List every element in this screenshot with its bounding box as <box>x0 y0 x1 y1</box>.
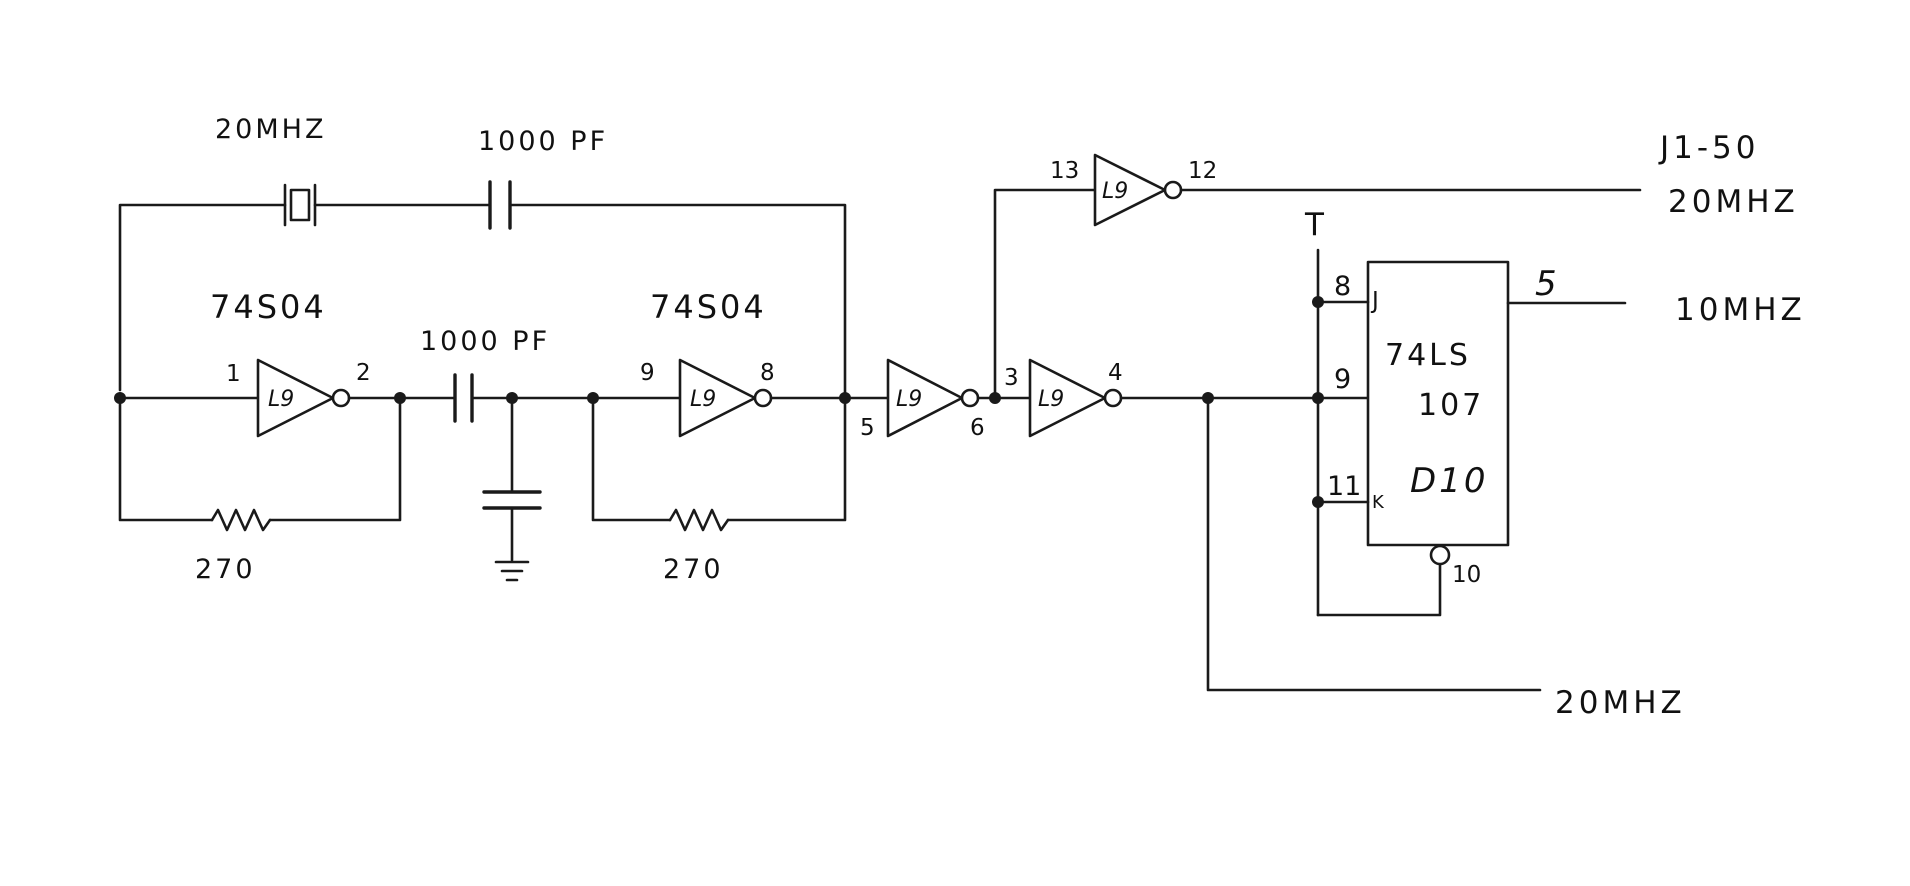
inverter-2 <box>678 358 773 438</box>
output-top-label: 20MHZ <box>1668 184 1799 220</box>
inverter-2-pin-out: 8 <box>760 360 775 386</box>
flipflop-pin-k: 11 <box>1327 471 1361 502</box>
resistor-1-label: 270 <box>195 554 256 585</box>
inverter-1-pin-out: 2 <box>356 360 371 386</box>
inverter-5 <box>1093 153 1183 227</box>
inverter-1-part: 74S04 <box>210 288 327 326</box>
crystal-label: 20MHZ <box>215 114 326 145</box>
inverter-4-pin-in: 3 <box>1004 365 1019 391</box>
resistor-1 <box>118 396 402 532</box>
resistor-2-label: 270 <box>663 554 724 585</box>
flipflop-label-k: K <box>1372 492 1385 513</box>
inverter-4-ref: L9 <box>1038 387 1064 412</box>
inverter-5-pin-in: 13 <box>1050 158 1079 184</box>
connector-label: J1-50 <box>1658 130 1760 166</box>
flipflop-74ls107 <box>1366 260 1510 547</box>
resistor-2 <box>591 396 847 532</box>
flipflop-part-line1: 74LS <box>1385 338 1471 373</box>
wire-20mhz-bottom <box>1206 396 1542 692</box>
inverter-1-pin-in: 1 <box>226 361 241 387</box>
inverter-2-pin-in: 9 <box>640 360 655 386</box>
inverter-4-pin-out: 4 <box>1108 360 1123 386</box>
inverter-2-part: 74S04 <box>650 288 767 326</box>
pullup-label: T <box>1304 207 1328 243</box>
inverter-3-pin-out: 6 <box>970 415 985 441</box>
inverter-1-ref: L9 <box>268 387 294 412</box>
coupling-capacitor-label: 1000 PF <box>420 326 550 357</box>
coupling-capacitor <box>453 373 474 423</box>
shunt-capacitor <box>482 396 542 562</box>
flipflop-pin-j: 8 <box>1334 271 1351 302</box>
inverter-1 <box>256 358 351 438</box>
wire-branch-up <box>993 188 1097 400</box>
feedback-capacitor <box>488 180 512 230</box>
junction-dots <box>114 296 1324 508</box>
crystal-20mhz <box>283 183 317 227</box>
flipflop-pin-clr: 10 <box>1452 562 1481 588</box>
clear-input-bubble <box>1429 544 1451 566</box>
flipflop-label-j: J <box>1370 288 1379 314</box>
output-mid-label: 10MHZ <box>1675 292 1806 328</box>
ground-icon <box>494 560 530 582</box>
flipflop-pin-q: 5 <box>1535 264 1561 304</box>
inverter-4 <box>1028 358 1123 438</box>
flipflop-ref: D10 <box>1410 461 1488 501</box>
flipflop-pin-clk: 9 <box>1334 364 1351 395</box>
inverter-3-pin-in: 5 <box>860 415 875 441</box>
pullup-rail <box>1316 248 1442 617</box>
inverter-2-ref: L9 <box>690 387 716 412</box>
inverter-5-ref: L9 <box>1102 179 1128 204</box>
output-bottom-label: 20MHZ <box>1555 685 1686 721</box>
feedback-capacitor-label: 1000 PF <box>478 126 608 157</box>
inverter-3-ref: L9 <box>896 387 922 412</box>
inverter-5-pin-out: 12 <box>1188 158 1217 184</box>
flipflop-part-line2: 107 <box>1418 388 1484 423</box>
feedback-loop <box>118 203 847 400</box>
